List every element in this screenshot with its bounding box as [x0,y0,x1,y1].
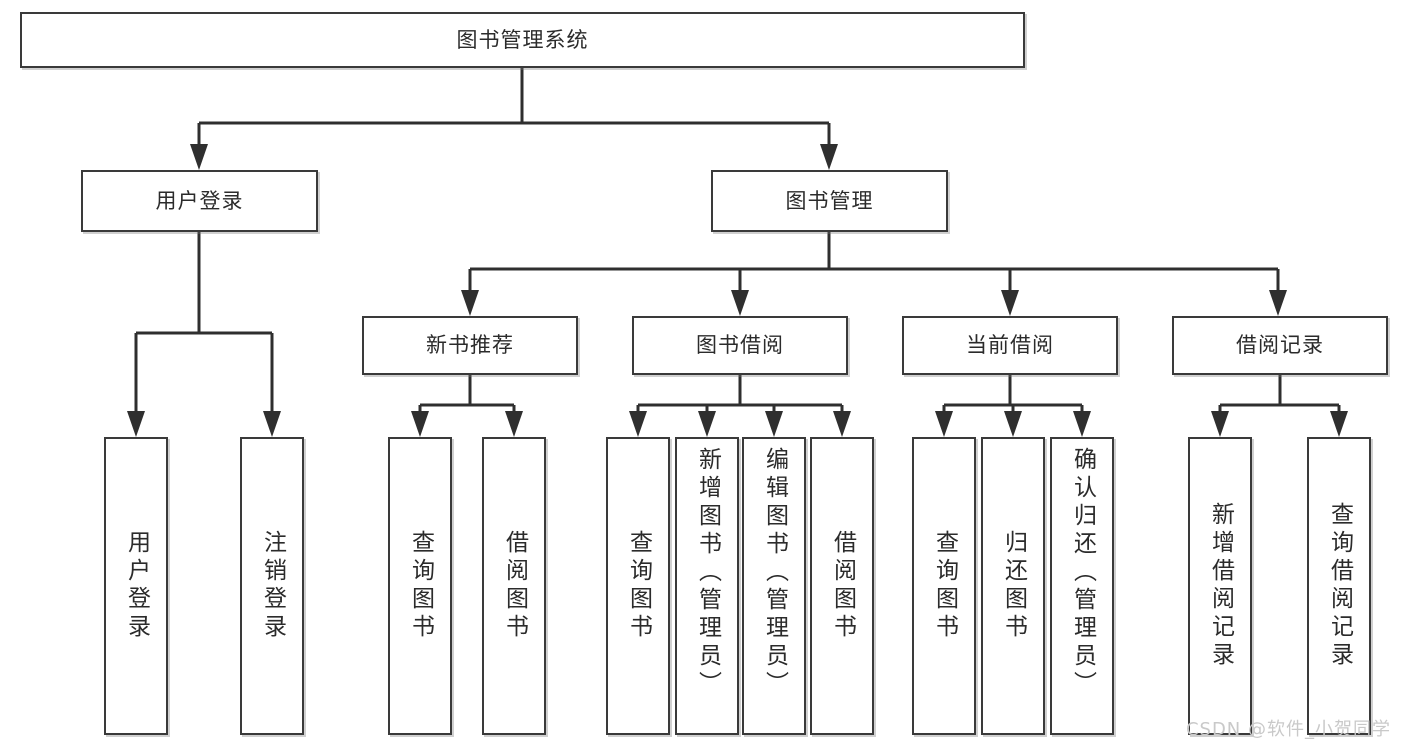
arrowhead [263,411,281,437]
node-label: 图书借阅 [696,333,784,358]
node-borrow-record[interactable]: 借阅记录 [1172,316,1388,375]
node-label: 归还图书 [1000,530,1027,642]
arrowhead [1073,411,1091,437]
arrowhead [127,411,145,437]
node-leaf-edit-book-admin[interactable]: 编辑图书（管理员） [742,437,806,735]
node-label: 用户登录 [123,530,150,642]
node-leaf-query-book-2[interactable]: 查询图书 [606,437,670,735]
connector-arrowheads [127,144,1348,437]
node-label: 新书推荐 [426,333,514,358]
arrowhead [833,411,851,437]
node-leaf-confirm-return-admin[interactable]: 确认归还（管理员） [1050,437,1114,735]
node-leaf-add-book-admin[interactable]: 新增图书（管理员） [675,437,739,735]
node-user-login[interactable]: 用户登录 [81,170,318,232]
arrowhead [765,411,783,437]
arrowhead [1004,411,1022,437]
node-label: 借阅图书 [501,530,528,642]
arrowhead [461,290,479,316]
node-leaf-borrow-book-1[interactable]: 借阅图书 [482,437,546,735]
node-label: 查询图书 [625,530,652,642]
arrowhead [731,290,749,316]
node-label: 当前借阅 [966,333,1054,358]
node-leaf-return-book[interactable]: 归还图书 [981,437,1045,735]
node-leaf-query-book-1[interactable]: 查询图书 [388,437,452,735]
node-label: 新增借阅记录 [1207,502,1234,670]
node-label: 图书管理系统 [456,27,589,52]
node-leaf-query-record[interactable]: 查询借阅记录 [1307,437,1371,735]
node-label: 借阅记录 [1236,333,1324,358]
node-label: 查询图书 [407,530,434,642]
arrowhead [698,411,716,437]
node-leaf-logout[interactable]: 注销登录 [240,437,304,735]
node-label: 图书管理 [785,188,874,213]
arrowhead [1001,290,1019,316]
node-book-borrow[interactable]: 图书借阅 [632,316,848,375]
node-label: 用户登录 [155,188,244,213]
node-leaf-query-book-3[interactable]: 查询图书 [912,437,976,735]
node-label: 查询借阅记录 [1326,502,1353,670]
arrowhead [935,411,953,437]
node-label: 新增图书（管理员） [694,447,721,699]
arrowhead [505,411,523,437]
node-leaf-user-login[interactable]: 用户登录 [104,437,168,735]
node-book-manage[interactable]: 图书管理 [711,170,948,232]
node-leaf-add-record[interactable]: 新增借阅记录 [1188,437,1252,735]
node-label: 借阅图书 [829,530,856,642]
arrowhead [820,144,838,170]
arrowhead [629,411,647,437]
arrowhead [1330,411,1348,437]
arrowhead [1269,290,1287,316]
node-label: 查询图书 [931,530,958,642]
node-label: 注销登录 [259,530,286,642]
node-label: 编辑图书（管理员） [761,447,788,699]
connector-lines [134,68,1341,411]
node-new-book-rec[interactable]: 新书推荐 [362,316,578,375]
node-current-borrow[interactable]: 当前借阅 [902,316,1118,375]
arrowhead [190,144,208,170]
node-root[interactable]: 图书管理系统 [20,12,1025,68]
arrowhead [411,411,429,437]
node-label: 确认归还（管理员） [1069,447,1096,699]
arrowhead [1211,411,1229,437]
node-leaf-borrow-book-2[interactable]: 借阅图书 [810,437,874,735]
